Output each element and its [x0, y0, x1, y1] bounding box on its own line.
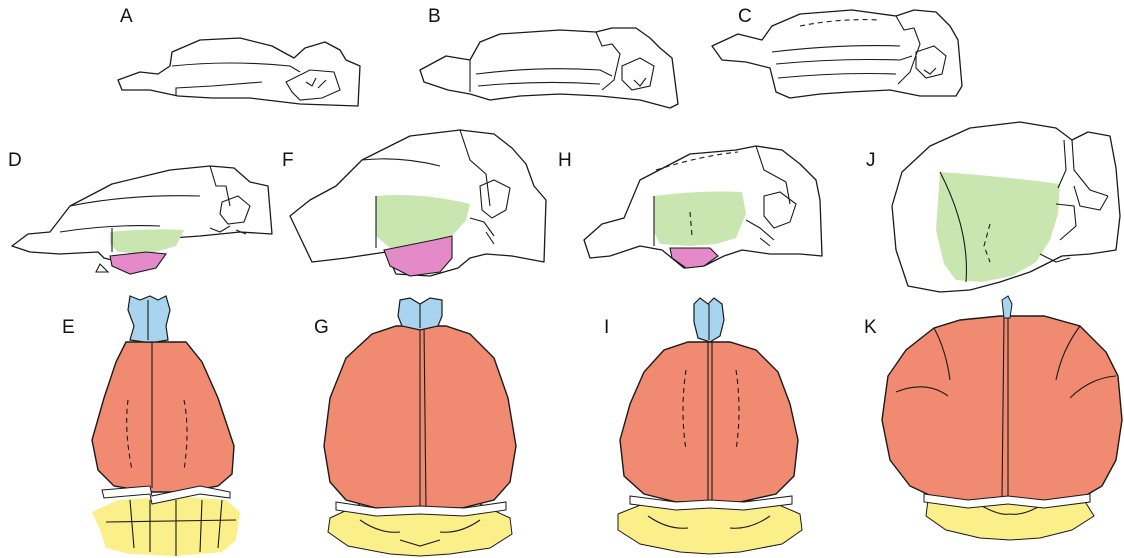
panel-c: C: [712, 6, 962, 98]
panel-d: D: [8, 150, 272, 274]
panel-label-g: G: [314, 317, 329, 338]
panel-label-k: K: [864, 317, 877, 338]
panel-label-b: B: [428, 6, 441, 27]
panel-i: I: [604, 298, 802, 554]
panel-e: E: [62, 296, 240, 556]
panel-a: A: [118, 6, 360, 106]
panel-k: K: [864, 296, 1122, 540]
panel-label-e: E: [62, 317, 75, 338]
panel-label-a: A: [120, 6, 133, 27]
panel-label-i: I: [604, 317, 609, 338]
panel-label-j: J: [866, 150, 876, 171]
panel-j: J: [866, 122, 1120, 292]
panel-label-f: F: [282, 150, 294, 171]
panel-b: B: [420, 6, 678, 108]
panel-h: H: [558, 146, 822, 268]
panel-label-h: H: [558, 150, 572, 171]
panel-label-d: D: [8, 150, 22, 171]
panel-f: F: [282, 130, 546, 276]
panel-g: G: [314, 298, 516, 556]
panel-label-c: C: [738, 6, 752, 27]
